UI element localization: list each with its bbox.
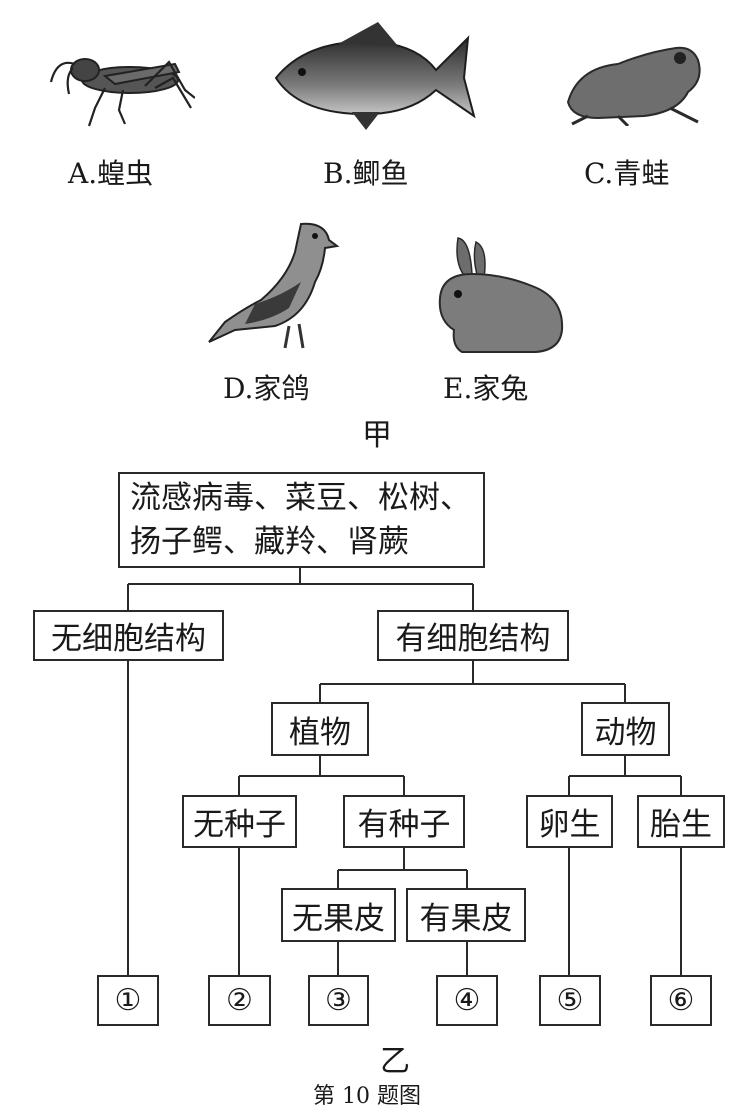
has-pericarp-box: 有果皮 <box>406 888 526 942</box>
root-box: 流感病毒、菜豆、松树、 扬子鳄、藏羚、肾蕨 <box>118 472 485 568</box>
leaf-box-5: ⑤ <box>539 975 601 1026</box>
grasshopper-icon <box>49 58 195 127</box>
fish-icon <box>274 22 476 130</box>
figure-title: 第 10 题图 <box>313 1084 421 1109</box>
leaf-box-2: ② <box>208 975 271 1026</box>
plant-box: 植物 <box>271 702 369 756</box>
figure-label-jia: 甲 <box>362 418 392 453</box>
caption-frog: C.青蛙 <box>584 157 670 190</box>
caption-fish: B.鲫鱼 <box>323 157 409 190</box>
oviparous-box: 卵生 <box>526 795 613 848</box>
viviparous-box: 胎生 <box>637 795 725 848</box>
leaf-box-6: ⑥ <box>650 975 712 1026</box>
caption-pigeon: D.家鸽 <box>223 372 310 405</box>
root-line-2: 扬子鳄、藏羚、肾蕨 <box>130 524 409 560</box>
figure-label-yi: 乙 <box>380 1044 410 1079</box>
root-line-1: 流感病毒、菜豆、松树、 <box>130 480 471 516</box>
leaf-box-4: ④ <box>436 975 498 1026</box>
leaf-box-3: ③ <box>308 975 369 1026</box>
has-cell-structure-box: 有细胞结构 <box>377 610 569 661</box>
animal-box: 动物 <box>581 702 670 756</box>
no-pericarp-box: 无果皮 <box>281 888 396 942</box>
no-seed-box: 无种子 <box>182 795 297 848</box>
leaf-box-1: ① <box>97 975 159 1026</box>
no-cell-structure-box: 无细胞结构 <box>33 610 224 661</box>
rabbit-icon <box>438 237 564 353</box>
caption-rabbit: E.家兔 <box>443 372 529 405</box>
caption-grasshopper: A.蝗虫 <box>68 157 154 190</box>
has-seed-box: 有种子 <box>343 795 465 848</box>
pigeon-icon <box>208 222 340 349</box>
frog-icon <box>566 46 701 126</box>
